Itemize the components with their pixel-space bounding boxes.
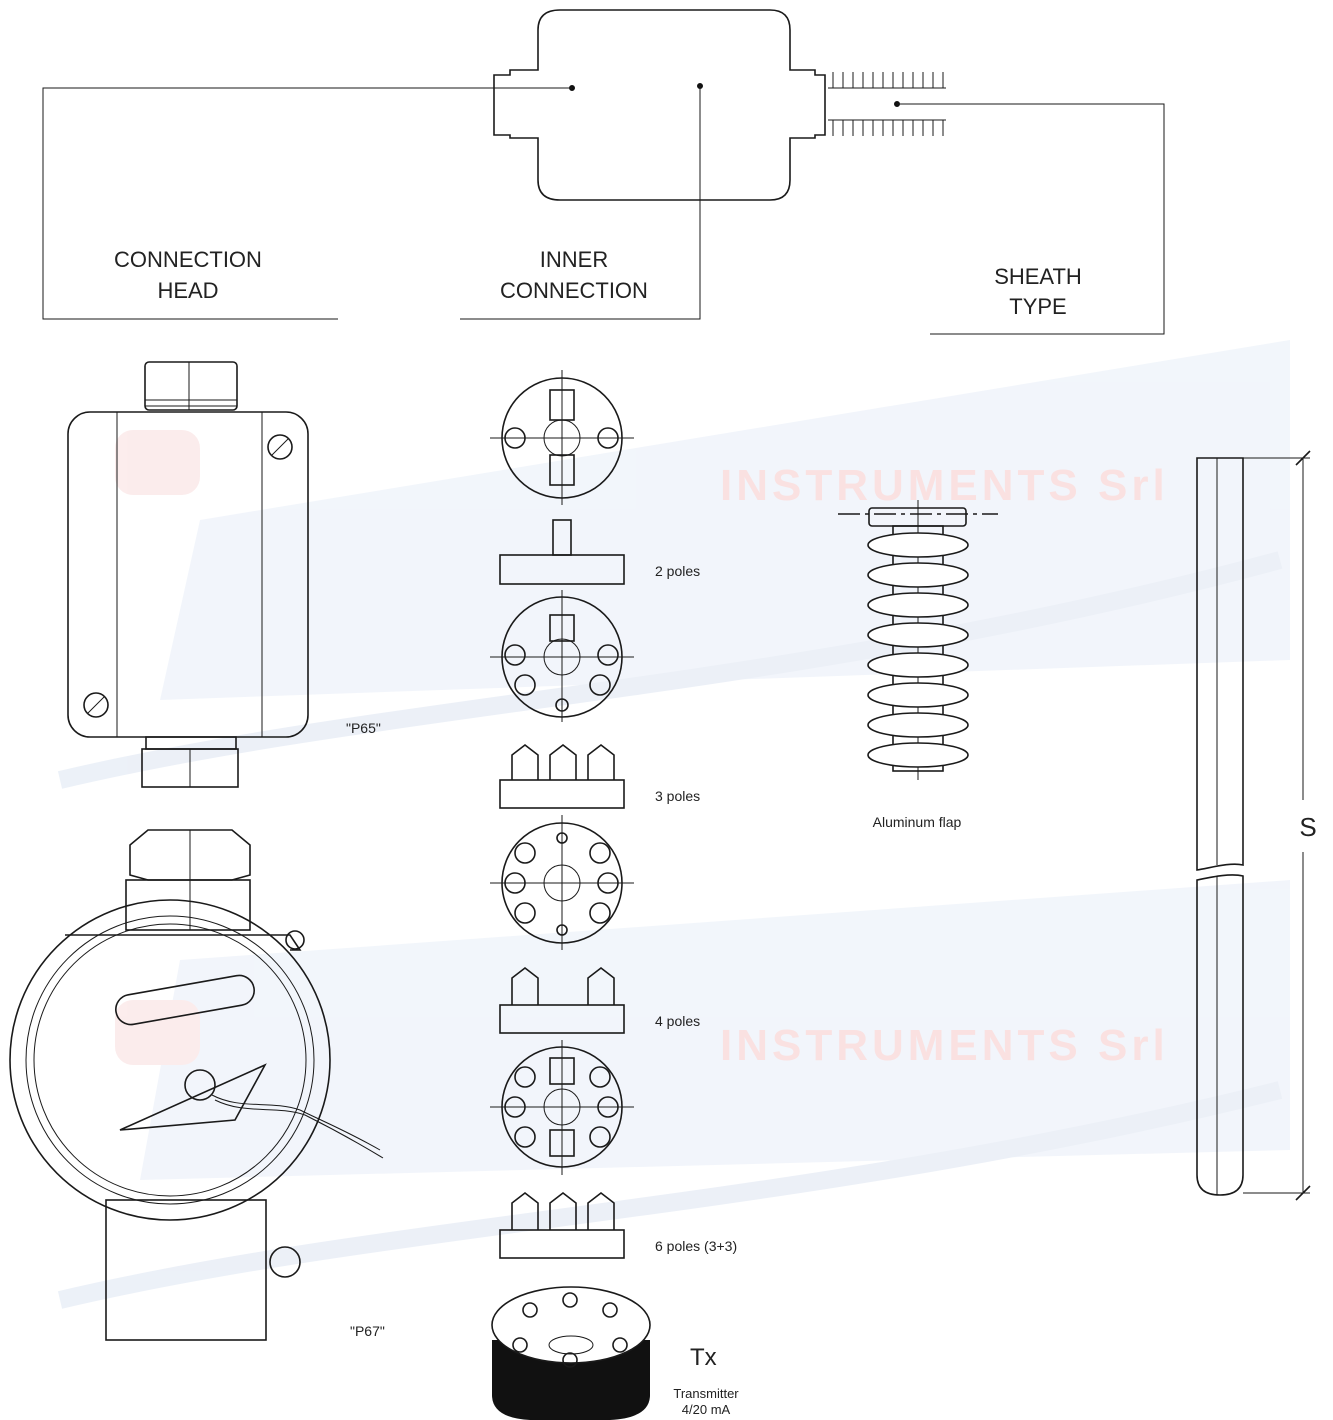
label-6-poles: 6 poles (3+3) xyxy=(655,1238,737,1254)
leader-line-head xyxy=(42,87,572,320)
label-inner-connection-2: CONNECTION xyxy=(500,278,648,303)
label-inner-connection-1: INNER xyxy=(540,247,608,272)
leader-line-inner xyxy=(460,86,701,320)
label-p65: "P65" xyxy=(346,720,381,736)
terminal-block-3-poles: 3 poles xyxy=(490,590,700,809)
terminal-block-6-poles: 6 poles (3+3) xyxy=(490,1040,737,1259)
label-sheath-type-1: SHEATH xyxy=(994,264,1082,289)
label-p67: "P67" xyxy=(350,1323,385,1339)
leader-line-sheath xyxy=(897,103,1165,335)
label-transmitter-2: 4/20 mA xyxy=(682,1402,731,1417)
sheath-fins-top xyxy=(828,72,946,89)
watermark-text-2: INSTRUMENTS Srl xyxy=(720,1021,1169,1070)
label-4-poles: 4 poles xyxy=(655,1013,700,1029)
sheath-drawing: S xyxy=(1196,450,1317,1201)
terminal-block-4-poles: 4 poles xyxy=(490,815,700,1034)
label-connection-head-2: HEAD xyxy=(157,278,218,303)
watermark-group: INSTRUMENTS Srl INSTRUMENTS Srl xyxy=(57,340,1290,1309)
label-connection-head-1: CONNECTION xyxy=(114,247,262,272)
watermark-text-1: INSTRUMENTS Srl xyxy=(720,461,1169,510)
transmitter-drawing: Tx Transmitter 4/20 mA xyxy=(491,1286,739,1420)
label-tx: Tx xyxy=(690,1344,717,1371)
label-2-poles: 2 poles xyxy=(655,563,700,579)
label-sheath-type-2: TYPE xyxy=(1009,294,1066,319)
p65-head-drawing: "P65" xyxy=(67,361,381,788)
label-3-poles: 3 poles xyxy=(655,788,700,804)
aluminum-flap-drawing: Aluminum flap xyxy=(838,500,998,830)
label-transmitter-1: Transmitter xyxy=(673,1386,739,1401)
sheath-fins-bottom xyxy=(828,119,946,136)
terminal-block-2-poles: 2 poles xyxy=(490,370,700,585)
schematic-head-outline xyxy=(493,9,826,201)
p67-head-drawing: "P67" xyxy=(9,829,385,1341)
label-aluminum-flap: Aluminum flap xyxy=(873,814,962,830)
top-schematic: CONNECTION HEAD INNER CONNECTION SHEATH … xyxy=(42,9,1165,335)
label-dimension-s: S xyxy=(1299,812,1316,842)
